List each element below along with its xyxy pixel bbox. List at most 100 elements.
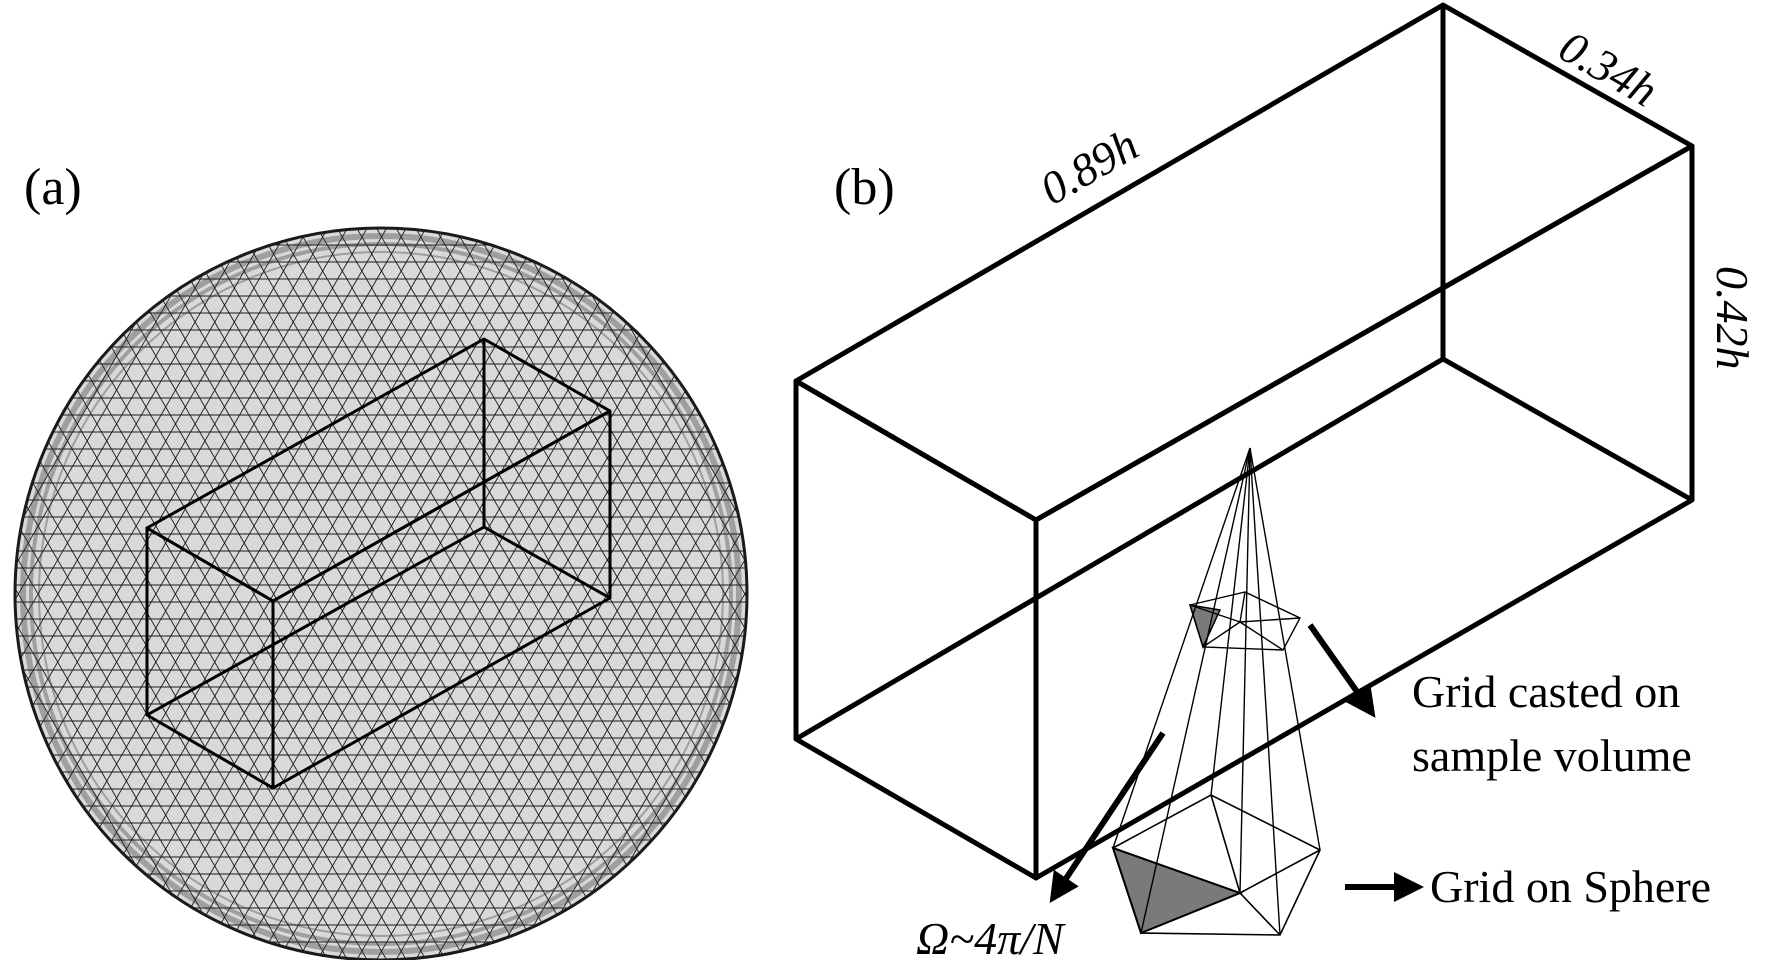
arrow-grid-casted — [1307, 623, 1376, 718]
mesh-line — [39, 460, 326, 957]
mesh-line — [268, 322, 627, 943]
ray-cone — [1111, 447, 1322, 936]
box-b-front-face — [793, 378, 1039, 881]
mesh-line — [76, 389, 407, 960]
dimension-height-label: 0.42h — [1707, 266, 1758, 370]
mesh-line — [176, 265, 543, 898]
shaded-cell-sphere — [1111, 846, 1243, 935]
mesh-line — [416, 442, 715, 959]
cast-grid-line — [1202, 621, 1241, 648]
cast-grid-polygon — [1189, 591, 1301, 651]
mesh-line — [376, 228, 696, 782]
mesh-line — [87, 374, 425, 958]
mesh-line — [268, 245, 627, 866]
box-a-hidden-edge — [483, 525, 611, 600]
mesh-line — [15, 292, 173, 565]
mesh-line — [110, 346, 461, 952]
mesh-line — [205, 281, 573, 916]
mesh-line — [110, 236, 461, 842]
grid-casted-line-1: Grid casted on — [1412, 666, 1680, 717]
mesh-line — [560, 274, 747, 599]
mesh-line — [22, 669, 137, 867]
mesh-line — [591, 626, 746, 894]
sphere-grid-line — [1239, 892, 1281, 936]
cone-ray — [1249, 447, 1321, 851]
panel-a: (a) — [13, 159, 749, 960]
mesh-line — [66, 405, 388, 960]
mesh-line — [47, 441, 347, 959]
mesh-line — [162, 257, 527, 889]
mesh-line — [32, 482, 304, 952]
cone-ray — [1239, 447, 1251, 894]
mesh-line — [236, 300, 601, 931]
mesh-line — [338, 375, 675, 958]
mesh-line — [459, 236, 731, 705]
mesh-line — [176, 290, 543, 923]
cone-ray — [1210, 447, 1251, 796]
mesh-line — [162, 299, 527, 931]
mesh-line — [135, 245, 495, 867]
cone-rays — [1112, 447, 1321, 936]
mesh-line — [338, 230, 675, 813]
mesh-rim-shading — [38, 251, 724, 937]
sphere-fill — [15, 228, 747, 960]
panel-a-label: (a) — [24, 159, 82, 216]
grid-casted-line-2: sample volume — [1412, 730, 1692, 781]
mesh-line — [506, 531, 742, 938]
mesh-line — [320, 360, 664, 956]
mesh-line — [25, 504, 281, 947]
mesh-line — [482, 506, 737, 946]
sphere-grid-polygon — [1112, 794, 1322, 936]
mesh-rim-shading — [20, 233, 742, 955]
mesh-line — [395, 228, 706, 764]
mesh-line — [66, 228, 388, 783]
mesh-line — [135, 321, 495, 943]
annotation-arrows — [1049, 623, 1424, 903]
mesh-line — [285, 240, 640, 854]
meshed-sphere — [13, 226, 749, 960]
mesh-line — [15, 587, 204, 915]
cone-ray — [1112, 447, 1251, 849]
mesh-line — [32, 236, 304, 706]
sphere-grid-line — [1140, 892, 1241, 934]
cast-grid-line — [1239, 617, 1301, 623]
mesh-line — [236, 257, 601, 888]
mesh-line — [20, 249, 257, 659]
sphere-grid-line — [1239, 849, 1321, 894]
sample-volume-box-b — [793, 2, 1695, 881]
cone-ray — [1140, 447, 1251, 934]
mesh-line — [205, 272, 573, 907]
box-a-hidden-edge — [146, 525, 485, 717]
mesh-line — [25, 241, 281, 684]
dimension-depth-label: 0.34h — [1551, 20, 1666, 116]
mesh-line — [356, 228, 686, 798]
dimension-length-label: 0.89h — [1032, 119, 1147, 215]
mesh-line — [99, 359, 443, 956]
mesh-line — [56, 423, 368, 960]
sample-volume-box-a — [145, 337, 612, 790]
mesh-line — [302, 347, 652, 952]
panel-b-label: (b) — [834, 159, 895, 216]
mesh-rim-shading — [29, 242, 733, 946]
mesh-line — [416, 229, 715, 746]
mesh-line — [123, 240, 478, 855]
arrow-solid-angle — [1049, 731, 1166, 903]
box-b-top-face — [793, 2, 1695, 523]
mesh-line — [560, 589, 747, 914]
mesh-line — [15, 273, 204, 601]
mesh-line — [148, 251, 511, 878]
mesh-line — [123, 333, 478, 948]
solid-angle-label: Ω~4π/N — [916, 913, 1066, 960]
sphere-outline — [13, 226, 749, 960]
mesh-line — [459, 483, 731, 952]
mesh-line — [22, 321, 137, 519]
mesh-line — [252, 311, 614, 937]
sphere-mesh-grid — [15, 228, 747, 960]
mesh-line — [285, 334, 640, 948]
mesh-line — [190, 280, 558, 916]
mesh-line — [16, 260, 232, 631]
mesh-line — [47, 229, 347, 747]
mesh-line — [220, 290, 587, 924]
mesh-line — [532, 558, 746, 928]
